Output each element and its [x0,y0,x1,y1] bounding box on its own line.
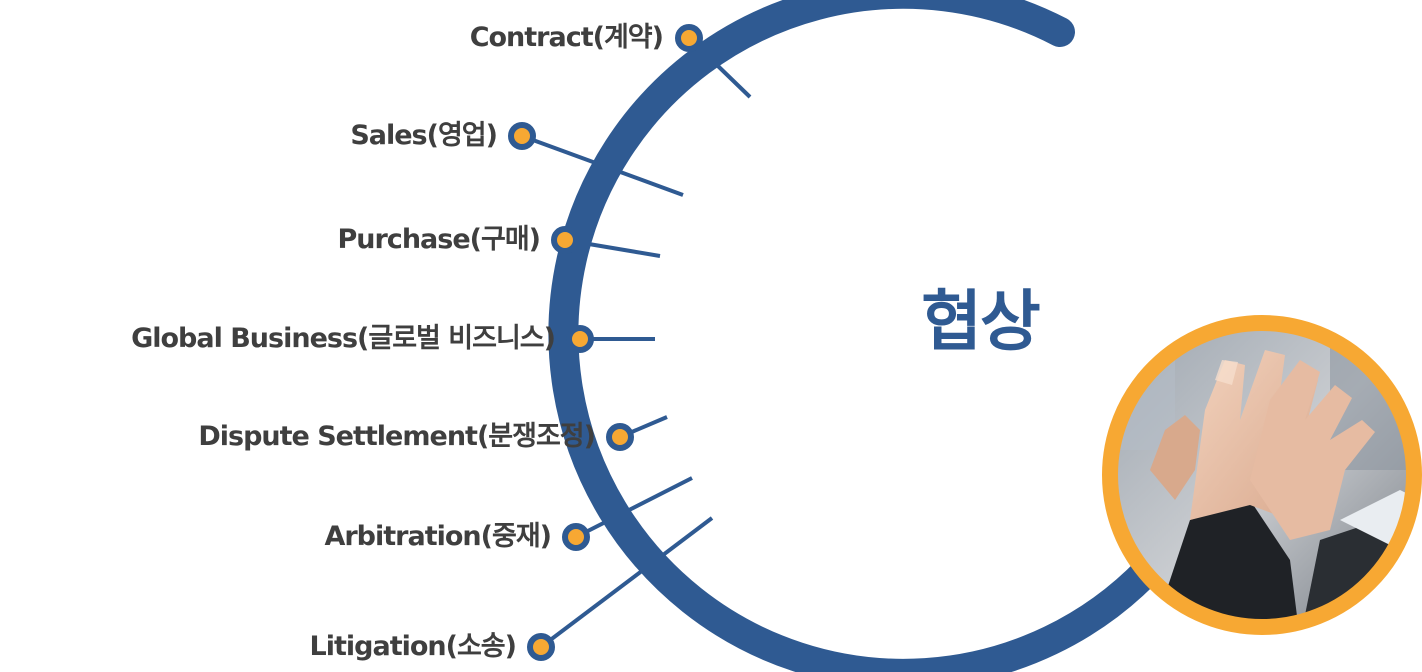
center-title: 협상 [921,283,1040,360]
item-label: Purchase(구매) [337,224,541,255]
item-label: Litigation(소송) [309,631,517,662]
item-dot [551,226,579,254]
connector-line [539,516,714,649]
item-dot [527,633,555,661]
item-dot [566,325,594,353]
item-label: Sales(영업) [350,120,498,151]
connector-line [575,476,693,539]
item-label: Arbitration(중재) [324,521,552,552]
item-dot [562,523,590,551]
item-label: Global Business(글로벌 비즈니스) [131,323,556,354]
item-dots [508,24,703,661]
item-dot [675,24,703,52]
item-label: Contract(계약) [469,22,664,53]
main-arc [548,0,1163,672]
item-label: Dispute Settlement(분쟁조정) [198,421,596,452]
item-dot [606,423,634,451]
item-dot [508,122,536,150]
handshake-photo [1102,315,1422,635]
